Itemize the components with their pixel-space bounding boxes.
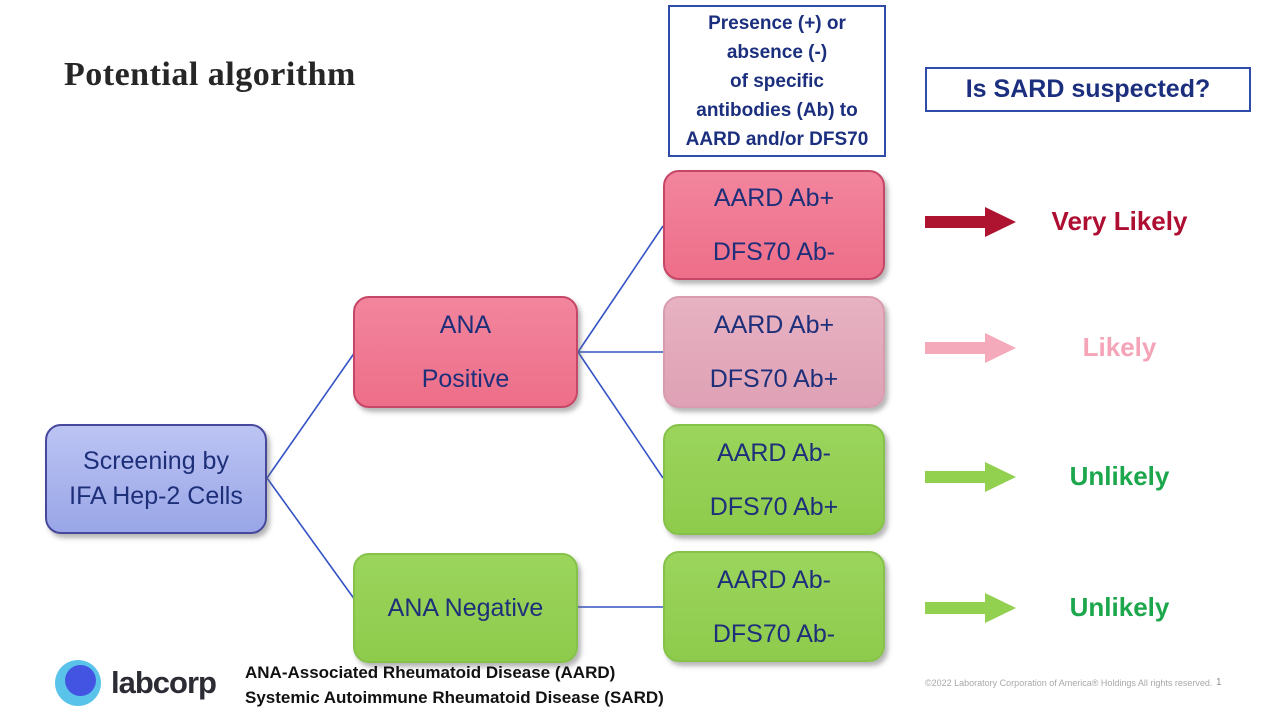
node-result-aard-neg-dfs70-pos: AARD Ab- DFS70 Ab+ (663, 424, 885, 535)
logo-inner-circle (65, 665, 96, 696)
outcome-label-unlikely-1: Unlikely (1069, 461, 1170, 491)
page-title: Potential algorithm (64, 56, 356, 93)
arrow-very-likely-icon (925, 207, 1016, 237)
page-number: 1 (1216, 677, 1222, 688)
copyright-text: ©2022 Laboratory Corporation of America®… (925, 678, 1213, 688)
antibody-note-box: Presence (+) or absence (-) of specific … (668, 5, 886, 157)
outcome-label-likely: Likely (1082, 332, 1157, 362)
outcome-label-very-likely: Very Likely (1051, 206, 1188, 236)
node-result-aard-pos-dfs70-pos: AARD Ab+ DFS70 Ab+ (663, 296, 885, 408)
labcorp-logo: labcorp (55, 660, 217, 706)
node-result-aard-pos-dfs70-neg: AARD Ab+ DFS70 Ab- (663, 170, 885, 280)
labcorp-logo-text: labcorp (111, 665, 217, 700)
arrow-likely-icon (925, 333, 1016, 363)
labcorp-logo-icon (55, 660, 101, 706)
outcome-label-unlikely-2: Unlikely (1069, 592, 1170, 622)
node-screening: Screening by IFA Hep-2 Cells (45, 424, 267, 534)
node-ana-positive: ANA Positive (353, 296, 578, 408)
arrow-unlikely-1-icon (925, 462, 1016, 492)
node-result-aard-neg-dfs70-neg: AARD Ab- DFS70 Ab- (663, 551, 885, 662)
abbreviation-footnotes: ANA-Associated Rheumatoid Disease (AARD)… (245, 663, 664, 707)
sard-question-box: Is SARD suspected? (925, 67, 1251, 112)
arrow-unlikely-2-icon (925, 593, 1016, 623)
node-ana-negative: ANA Negative (353, 553, 578, 663)
